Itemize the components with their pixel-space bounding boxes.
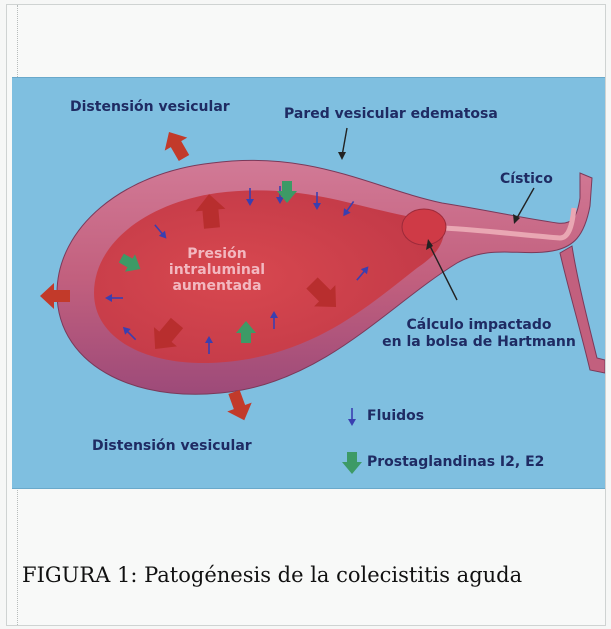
cistico-pointer: [517, 188, 534, 218]
figure-caption: FIGURA 1: Patogénesis de la colecistitis…: [22, 563, 522, 587]
cistico-label: Cístico: [500, 171, 553, 187]
pared-label: Pared vesicular edematosa: [284, 106, 498, 122]
presion-line: Presión: [157, 246, 277, 262]
distension-arrow-top: [158, 126, 196, 165]
legend-fluid-icon: [348, 408, 356, 426]
legend-fluidos-label: Fluidos: [367, 408, 424, 424]
diagram-canvas: [12, 78, 605, 488]
distension-bottom-label: Distensión vesicular: [92, 438, 252, 454]
distension-top-label: Distensión vesicular: [70, 99, 230, 115]
calculo-label: Cálculo impactado en la bolsa de Hartman…: [364, 317, 594, 351]
cystic-duct: [560, 246, 605, 373]
legend-prostaglandin-icon: [342, 452, 362, 474]
calculo-line: Cálculo impactado: [364, 317, 594, 334]
presion-line: intraluminal: [157, 262, 277, 278]
gallbladder-diagram: Distensión vesicular Pared vesicular ede…: [12, 77, 605, 489]
presion-label: Presión intraluminal aumentada: [157, 246, 277, 294]
impacted-stone: [402, 209, 446, 245]
distension-arrow-bottom: [222, 388, 257, 425]
presion-line: aumentada: [157, 278, 277, 294]
calculo-line: en la bolsa de Hartmann: [364, 334, 594, 351]
pared-pointer: [342, 128, 347, 156]
legend-prostaglandinas-label: Prostaglandinas I2, E2: [367, 454, 544, 470]
